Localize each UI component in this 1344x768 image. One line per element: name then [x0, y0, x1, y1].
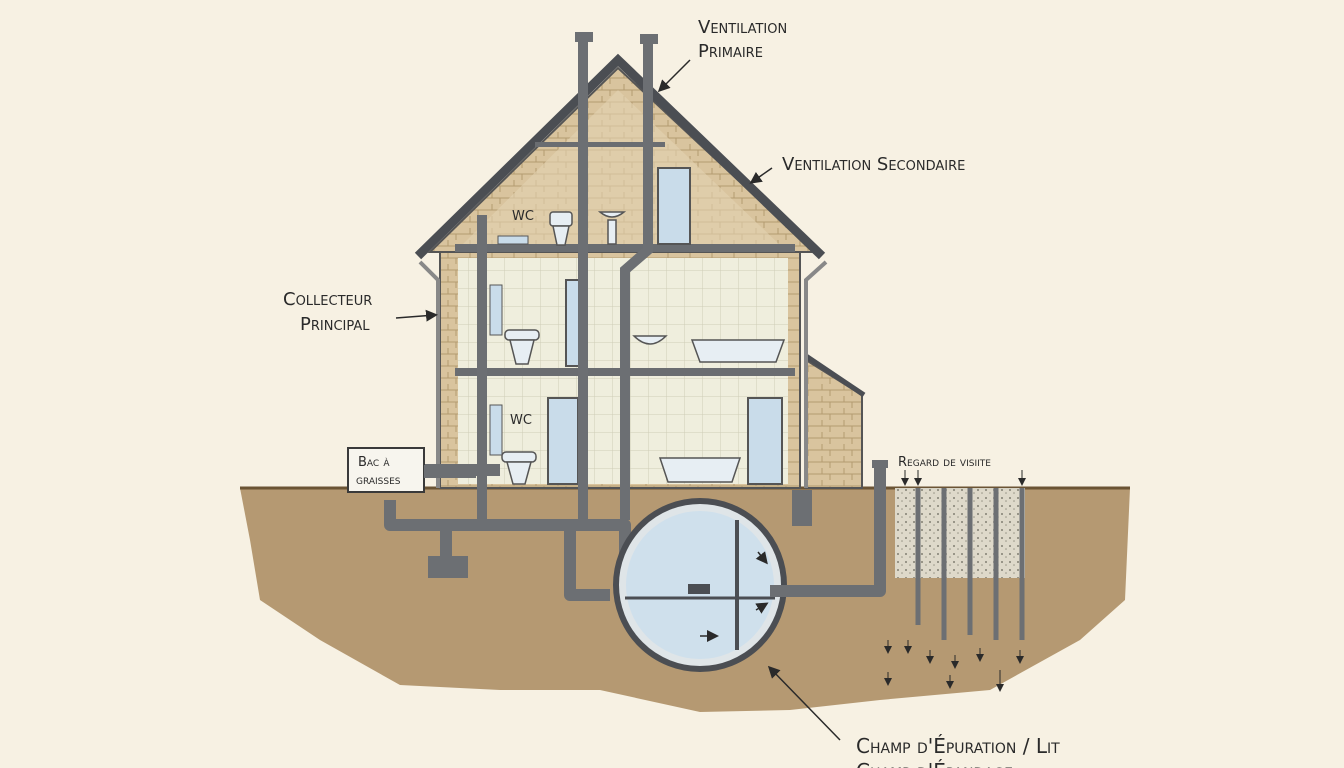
label-wc-lower: WC	[510, 413, 532, 428]
leader-ventilation-primaire	[657, 59, 691, 93]
label-bac-1: Bac à	[358, 455, 390, 470]
regard-cap	[872, 460, 888, 468]
outlet-pipe	[770, 465, 886, 597]
fixture-bathtub-ground	[658, 457, 742, 483]
label-champ-epuration-1: Champ d'Épuration / Lit	[856, 734, 1060, 758]
label-ventilation-secondaire: Ventilation Secondaire	[782, 154, 965, 175]
fixture-tank-attic	[497, 235, 529, 245]
leader-collecteur	[395, 309, 438, 322]
label-champ-epuration-2: Champ d'Épandage	[856, 759, 1013, 768]
door-ground-right	[747, 397, 783, 485]
label-ventilation-primaire-2: Primaire	[698, 41, 763, 62]
bac-a-graisses-box	[347, 447, 425, 493]
label-regard-de-visite: Regard de visiite	[898, 455, 991, 470]
seepage-arrows	[884, 470, 1026, 692]
drain-pipes	[915, 488, 1025, 640]
downspout-left	[418, 260, 440, 488]
septic-tank	[613, 498, 787, 672]
downspout-right	[804, 260, 828, 488]
leader-ventilation-secondaire	[749, 167, 773, 184]
label-wc-upper: WC	[512, 209, 534, 224]
fixture-sink-attic	[597, 211, 627, 245]
fixture-sink-middle	[632, 335, 668, 345]
fixture-bathtub-middle	[690, 339, 786, 363]
label-collecteur-1: Collecteur	[283, 289, 372, 310]
fixture-wc-middle	[504, 329, 540, 365]
fixture-wc-attic	[549, 211, 573, 246]
leader-champ	[767, 665, 841, 741]
door-ground-left	[547, 397, 579, 485]
label-ventilation-primaire-1: Ventilation	[698, 17, 787, 38]
label-collecteur-2: Principal	[300, 314, 370, 335]
door-middle	[565, 279, 581, 367]
water-heater-ground	[489, 404, 503, 456]
water-heater	[489, 284, 503, 336]
label-bac-2: graisses	[356, 473, 401, 488]
drain-field-gravel	[895, 488, 1025, 578]
door-attic	[657, 167, 691, 245]
fixture-wc-ground	[501, 451, 537, 485]
